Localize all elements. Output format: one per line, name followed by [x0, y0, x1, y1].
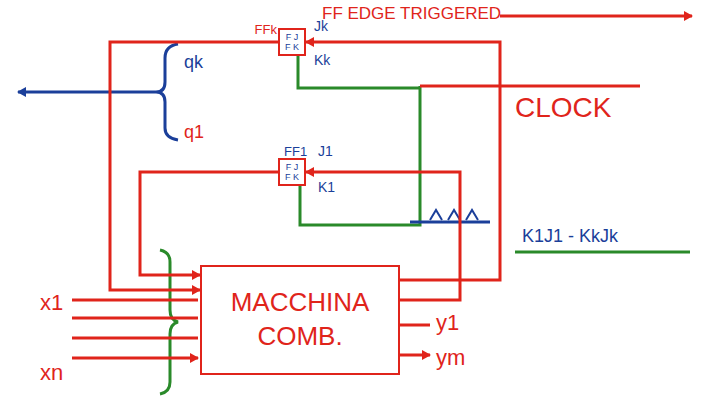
signal-name: q1 — [184, 122, 204, 143]
feedback-wire — [306, 42, 500, 280]
state-brace — [156, 44, 178, 140]
block-title: MACCHINA COMB. — [210, 286, 390, 354]
note: FF EDGE TRIGGERED — [322, 4, 501, 24]
note: K1J1 - KkJk — [522, 226, 618, 247]
clock-line — [420, 85, 640, 88]
flipflop-box: FFkF J F K — [278, 28, 306, 56]
pin-name: Jk — [314, 18, 328, 34]
clock-label: CLOCK — [515, 92, 611, 124]
flipflop-name: FF1 — [284, 144, 307, 159]
signal-name: ym — [436, 345, 465, 370]
clock-wire — [300, 86, 420, 225]
feedback-wire — [110, 42, 278, 290]
underline — [515, 251, 690, 254]
excitation-marks — [430, 210, 478, 220]
combinational-block: MACCHINA COMB. — [200, 265, 400, 375]
flipflop-pins: F J F K — [283, 32, 301, 53]
input-brace — [160, 250, 178, 394]
input-arrows — [72, 300, 198, 358]
pin-name: Kk — [314, 52, 330, 68]
top-arrow — [500, 15, 692, 18]
signal-name: qk — [184, 52, 203, 73]
flipflop-box: FF1F J F K — [278, 158, 306, 186]
flipflop-pins: F J F K — [283, 162, 301, 183]
output-arrows — [400, 325, 430, 355]
pin-name: K1 — [318, 179, 335, 195]
signal-name: xn — [40, 360, 63, 385]
signal-name: x1 — [40, 290, 63, 315]
pin-name: J1 — [318, 143, 333, 159]
flipflop-name: FFk — [255, 22, 277, 37]
feedback-wire — [140, 172, 278, 275]
signal-name: y1 — [436, 310, 459, 335]
state-output-arrow — [18, 91, 156, 94]
excitation-bar — [410, 221, 490, 224]
